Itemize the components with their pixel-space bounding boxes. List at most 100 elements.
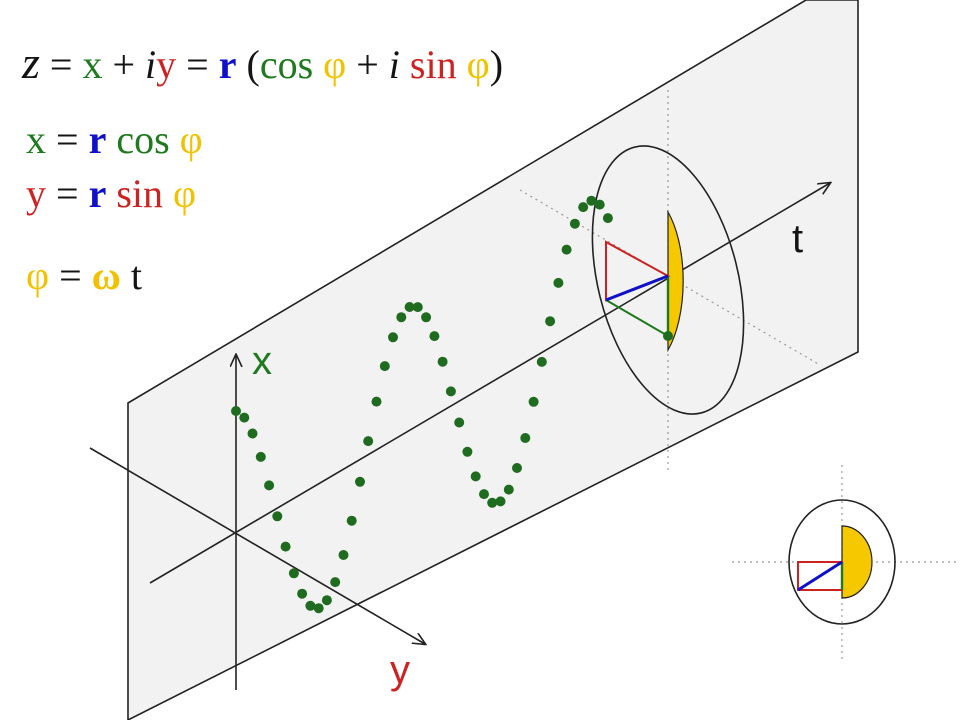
space [170, 117, 180, 162]
equals-sign: = [49, 253, 92, 298]
space [106, 117, 116, 162]
phasor-circle [591, 145, 745, 415]
small-phase-sector [841, 525, 873, 599]
wave-dot [355, 476, 365, 487]
var-t: t [130, 253, 143, 298]
wave-dot [479, 489, 489, 500]
paren-close: ) [489, 42, 504, 87]
wave-dot [495, 496, 506, 507]
var-x: x [82, 42, 103, 87]
wave-dot [247, 428, 258, 439]
space [106, 171, 116, 216]
r-vector-line [605, 274, 669, 302]
wave-dot [239, 412, 250, 423]
wave-dot [594, 199, 605, 210]
func-cos: cos [116, 117, 170, 162]
var-x: x [26, 117, 46, 162]
wave-dot [520, 433, 531, 443]
phase-sector [667, 209, 684, 353]
wave-dot [288, 568, 299, 579]
wave-dot [272, 511, 283, 522]
y-axis-line [89, 447, 425, 644]
equals-sign: = [39, 42, 83, 87]
wave-dot [330, 577, 341, 588]
wave-dot [305, 600, 316, 611]
wave-dot [412, 302, 423, 313]
x-projection-line [605, 299, 669, 337]
var-r: r [88, 171, 107, 216]
wave-dot [379, 361, 390, 372]
y-axis-label: y [390, 648, 410, 692]
var-omega: ω [91, 253, 121, 298]
wave-dot [586, 195, 597, 206]
space [457, 42, 467, 87]
func-cos: cos [259, 42, 314, 87]
phasor-tip-dot [663, 331, 673, 341]
wave-dot [346, 515, 357, 526]
var-r: r [88, 117, 107, 162]
var-phi: φ [323, 42, 347, 87]
wave-dot [470, 471, 481, 482]
space [400, 42, 410, 87]
func-sin: sin [116, 171, 164, 216]
wave-dot [338, 550, 349, 560]
paren-open: ( [236, 42, 260, 87]
equals-sign: = [46, 171, 89, 216]
small-phasor-circle [788, 499, 896, 625]
var-phi: φ [179, 117, 203, 162]
wave-dot-group [231, 195, 613, 614]
wave-dot [371, 396, 382, 407]
wave-dot [528, 396, 539, 407]
equals-sign: = [46, 117, 89, 162]
wave-dot [297, 588, 308, 599]
wave-dot [569, 218, 580, 229]
wave-dot [487, 497, 498, 508]
space [121, 253, 131, 298]
wave-dot [388, 332, 398, 343]
xt-plane [127, 0, 859, 720]
var-r: r [218, 42, 237, 87]
wave-dot [255, 451, 266, 462]
t-axis-line [149, 183, 830, 584]
formula-x-component: x = r cos φ [26, 120, 203, 160]
wave-dot [313, 603, 324, 614]
wave-dot [462, 446, 473, 457]
wave-dot [264, 480, 275, 491]
t-axis-label: t [792, 217, 803, 261]
var-z: z [22, 37, 40, 88]
wave-dot [445, 386, 456, 397]
space [163, 171, 173, 216]
wave-dot [404, 302, 415, 312]
x-axis-label: x [252, 339, 272, 383]
wave-dot [545, 316, 556, 327]
equals-sign: = [176, 42, 219, 87]
formula-complex-number: z = x + iy = r (cos φ + i sin φ) [22, 40, 503, 86]
var-y: y [26, 171, 46, 216]
wave-dot [363, 436, 374, 447]
var-phi: φ [466, 42, 490, 87]
wave-dot [321, 595, 332, 606]
wave-dot [512, 463, 522, 473]
wave-dot [602, 213, 613, 224]
formula-phase: φ = ω t [26, 256, 142, 296]
wave-dot [578, 202, 589, 213]
wave-dot [429, 331, 440, 342]
wave-dot [454, 417, 465, 428]
small-r-vector-line [797, 560, 843, 592]
var-y: y [156, 42, 177, 87]
var-phi: φ [173, 171, 197, 216]
wave-dot [231, 406, 241, 416]
wave-dot [280, 541, 291, 552]
wave-dot [396, 312, 407, 323]
wave-dot [503, 484, 514, 495]
var-phi: φ [26, 253, 50, 298]
wave-dot [421, 312, 432, 323]
formula-y-component: y = r sin φ [26, 174, 196, 214]
wave-dot [536, 356, 547, 367]
space [313, 42, 323, 87]
wave-dot [553, 277, 564, 288]
imaginary-unit: i [145, 42, 157, 87]
func-sin: sin [409, 42, 457, 87]
wave-dot [561, 244, 572, 255]
